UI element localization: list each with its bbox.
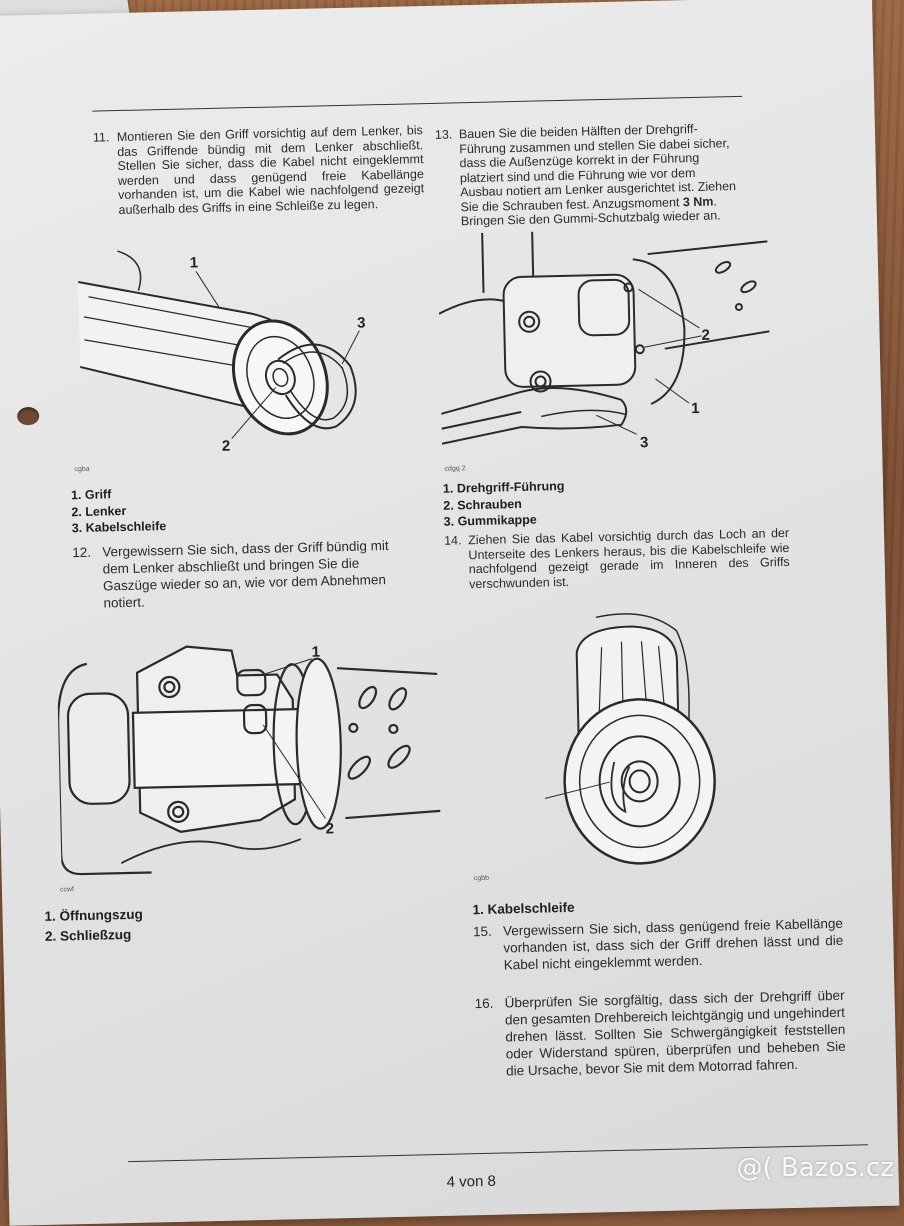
step-16: 16. Überprüfen Sie sorgfältig, dass sich… xyxy=(474,987,846,1080)
legend-item: 1. Kabelschleife xyxy=(472,899,575,918)
step-number: 14. xyxy=(443,533,462,548)
legend-item: 1. Drehgriff-Führung xyxy=(442,479,565,496)
callout-1: 1 xyxy=(691,400,700,417)
top-rule xyxy=(92,95,743,112)
step-13: 13. Bauen Sie die beiden Hälften der Dre… xyxy=(435,121,737,229)
legend-item: 2. Schließzug xyxy=(44,926,132,944)
page-number: 4 von 8 xyxy=(446,1172,497,1191)
step-number: 11. xyxy=(92,130,110,145)
step-number: 15. xyxy=(472,923,492,940)
legend-figure-4: 1. Kabelschleife xyxy=(472,898,574,920)
callout-2: 2 xyxy=(701,327,710,344)
step-12: 12. Vergewissern Sie sich, dass der Grif… xyxy=(72,536,413,612)
callout-1: 1 xyxy=(536,793,541,810)
callout-3: 3 xyxy=(640,434,649,451)
callout-2: 2 xyxy=(222,438,231,455)
step-number: 16. xyxy=(474,995,494,1012)
figure-code: cgbb xyxy=(473,874,490,883)
punch-hole xyxy=(17,406,40,426)
legend-figure-2: 1. Öffnungszug 2. Schließzug xyxy=(44,905,143,947)
callout-3: 3 xyxy=(357,314,366,331)
step-text: Ziehen Sie das Kabel vorsichtig durch da… xyxy=(467,525,790,591)
callout-1: 1 xyxy=(190,254,199,271)
callout-2: 2 xyxy=(325,820,334,837)
step-text: Überprüfen Sie sorgfältig, dass sich der… xyxy=(504,987,846,1079)
figure-code: ccwf xyxy=(59,886,75,894)
step-text: Bauen Sie die beiden Hälften der Drehgri… xyxy=(459,121,737,229)
step-text: Vergewissern Sie sich, dass genügend fre… xyxy=(502,915,844,973)
step-number: 13. xyxy=(434,127,453,142)
figure-grip-cable-loop: 1 3 2 xyxy=(77,235,412,472)
site-watermark: @( Bazos.cz xyxy=(736,1153,895,1183)
step-11: 11. Montieren Sie den Griff vorsichtig a… xyxy=(93,123,425,217)
legend-item: 3. Kabelschleife xyxy=(71,519,167,536)
torque-value: 3 Nm xyxy=(682,194,714,209)
figure-code: cdgq 2 xyxy=(444,465,466,473)
step-text: Montieren Sie den Griff vorsichtig auf d… xyxy=(116,123,425,217)
step-14: 14. Ziehen Sie das Kabel vorsichtig durc… xyxy=(444,526,790,592)
step-number: 12. xyxy=(72,544,92,561)
callout-1: 1 xyxy=(311,644,320,661)
figure-grip-end: 1 xyxy=(536,609,742,873)
legend-item: 3. Gummikappe xyxy=(443,512,537,529)
figure-twistgrip-housing: 2 1 3 xyxy=(437,226,772,463)
step-15: 15. Vergewissern Sie sich, dass genügend… xyxy=(473,915,844,974)
legend-figure-3: 1. Drehgriff-Führung 2. Schrauben 3. Gum… xyxy=(443,478,566,530)
legend-item: 1. Öffnungszug xyxy=(44,906,143,924)
legend-figure-1: 1. Griff 2. Lenker 3. Kabelschleife xyxy=(71,485,167,537)
figure-code: cgba xyxy=(74,465,90,474)
figure-throttle-cables: 1 2 xyxy=(56,626,452,895)
step-text: Vergewissern Sie sich, dass der Griff bü… xyxy=(102,538,389,611)
